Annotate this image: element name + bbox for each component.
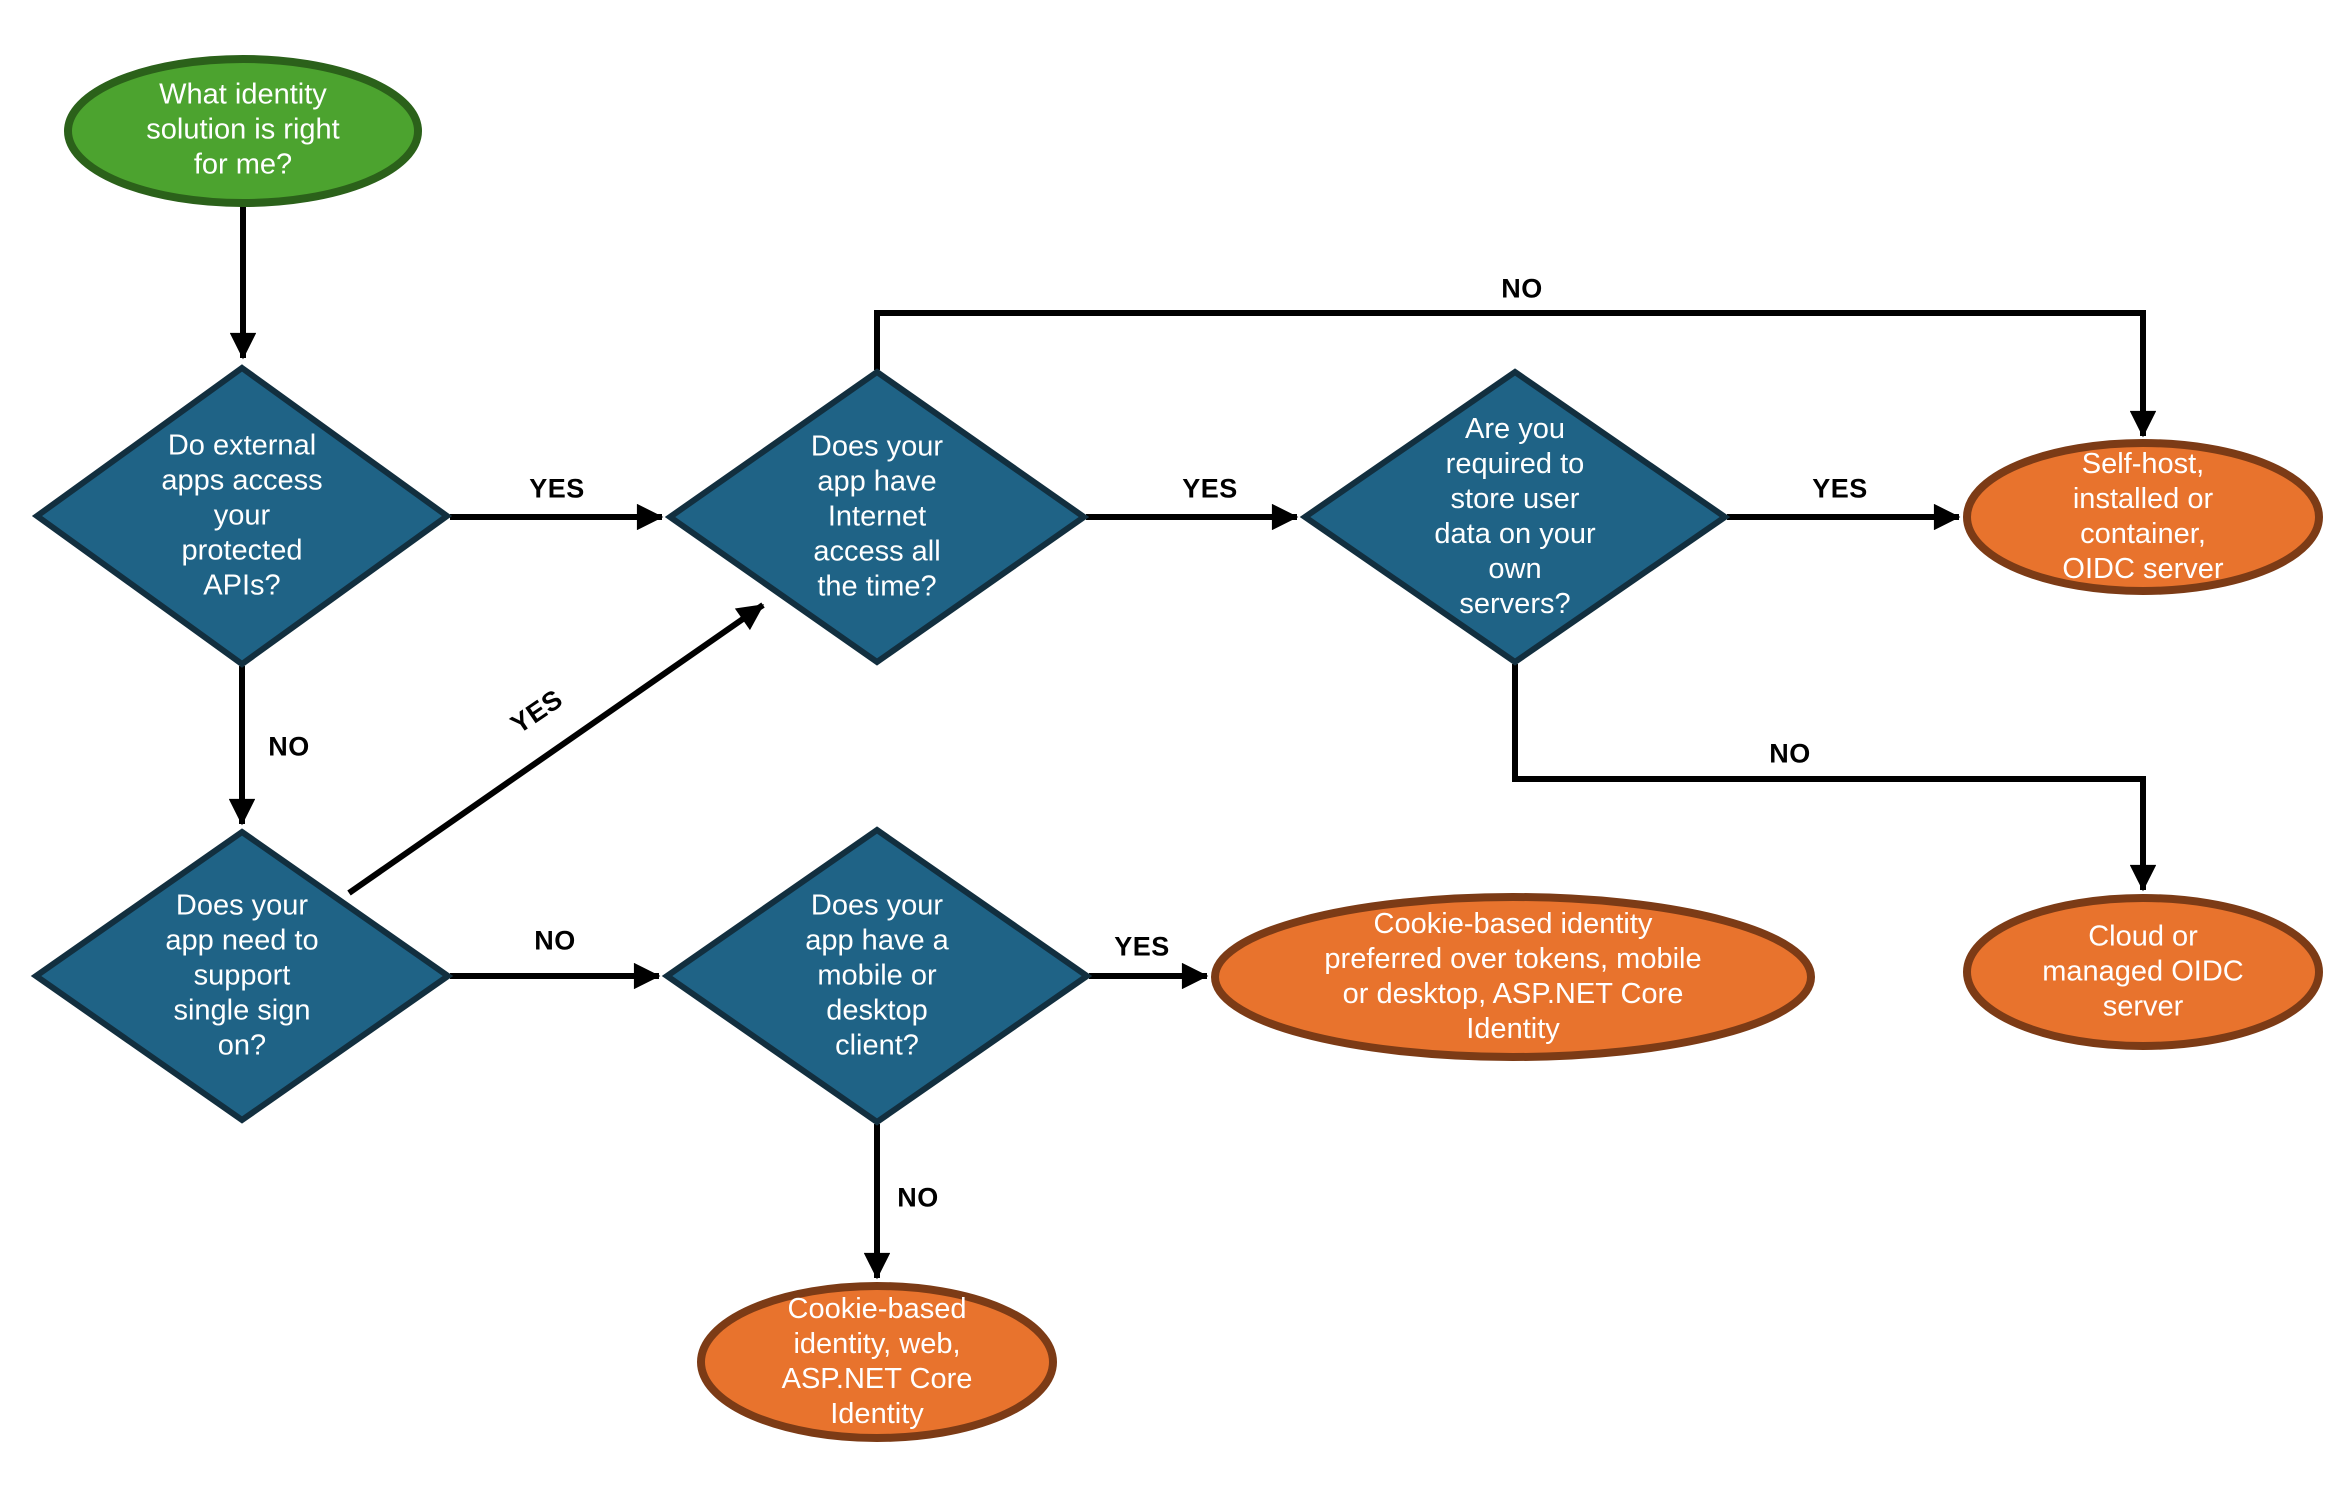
node-cookie-web-shape bbox=[697, 1282, 1057, 1442]
edge-sso-yes-diagonal bbox=[347, 602, 765, 896]
node-internet-access-shape bbox=[664, 368, 1090, 666]
node-mobile-desktop-shape bbox=[661, 826, 1093, 1126]
node-start-shape bbox=[64, 55, 422, 207]
node-self-host-shape bbox=[1963, 439, 2323, 595]
edge-store-no bbox=[1512, 664, 2157, 892]
node-cloud-oidc-shape bbox=[1963, 894, 2323, 1050]
node-cookie-mobile-shape bbox=[1211, 893, 1815, 1061]
node-single-sign-on-shape bbox=[30, 828, 454, 1124]
node-external-apis-shape bbox=[31, 364, 453, 668]
node-store-user-data-shape bbox=[1299, 368, 1731, 666]
edge-internet-no bbox=[874, 310, 2157, 438]
